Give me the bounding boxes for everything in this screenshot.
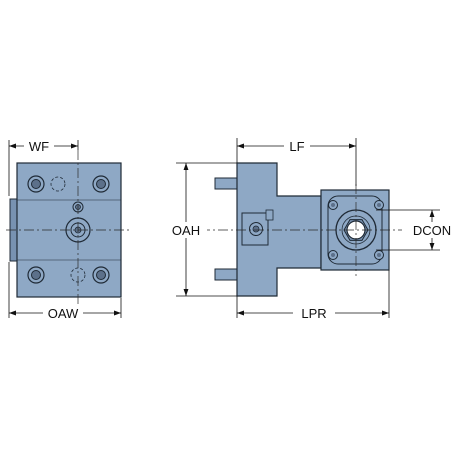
flange-bolt-bottom-right [374, 250, 384, 260]
label-oah: OAH [172, 223, 200, 238]
side-view [200, 162, 402, 297]
front-bolt-top-left [27, 175, 45, 193]
flange-bolt-top-right [374, 200, 384, 210]
front-bolt-top-right [92, 175, 110, 193]
dimension-oaw: OAW [8, 262, 122, 321]
dimension-dcon: DCON [376, 209, 456, 251]
label-lf: LF [289, 139, 304, 154]
front-view [6, 150, 132, 305]
flange-bolt-top-left [328, 200, 338, 210]
front-bolt-bottom-right [92, 266, 110, 284]
label-lpr: LPR [301, 306, 326, 321]
side-pin-top [214, 177, 238, 190]
label-oaw: OAW [48, 306, 79, 321]
label-wf: WF [29, 139, 49, 154]
side-pin-bottom [214, 268, 238, 281]
side-clamp-tab [265, 209, 274, 221]
label-dcon: DCON [413, 223, 451, 238]
dimension-lf: LF [236, 138, 357, 186]
dimension-lpr: LPR [236, 270, 390, 321]
front-bolt-bottom-left [27, 266, 45, 284]
front-hidden-hole-top [50, 176, 66, 192]
dimension-wf: WF [8, 138, 79, 196]
side-clamp-screw [249, 222, 263, 236]
dimension-oah: OAH [167, 162, 237, 297]
flange-bolt-bottom-left [328, 250, 338, 260]
